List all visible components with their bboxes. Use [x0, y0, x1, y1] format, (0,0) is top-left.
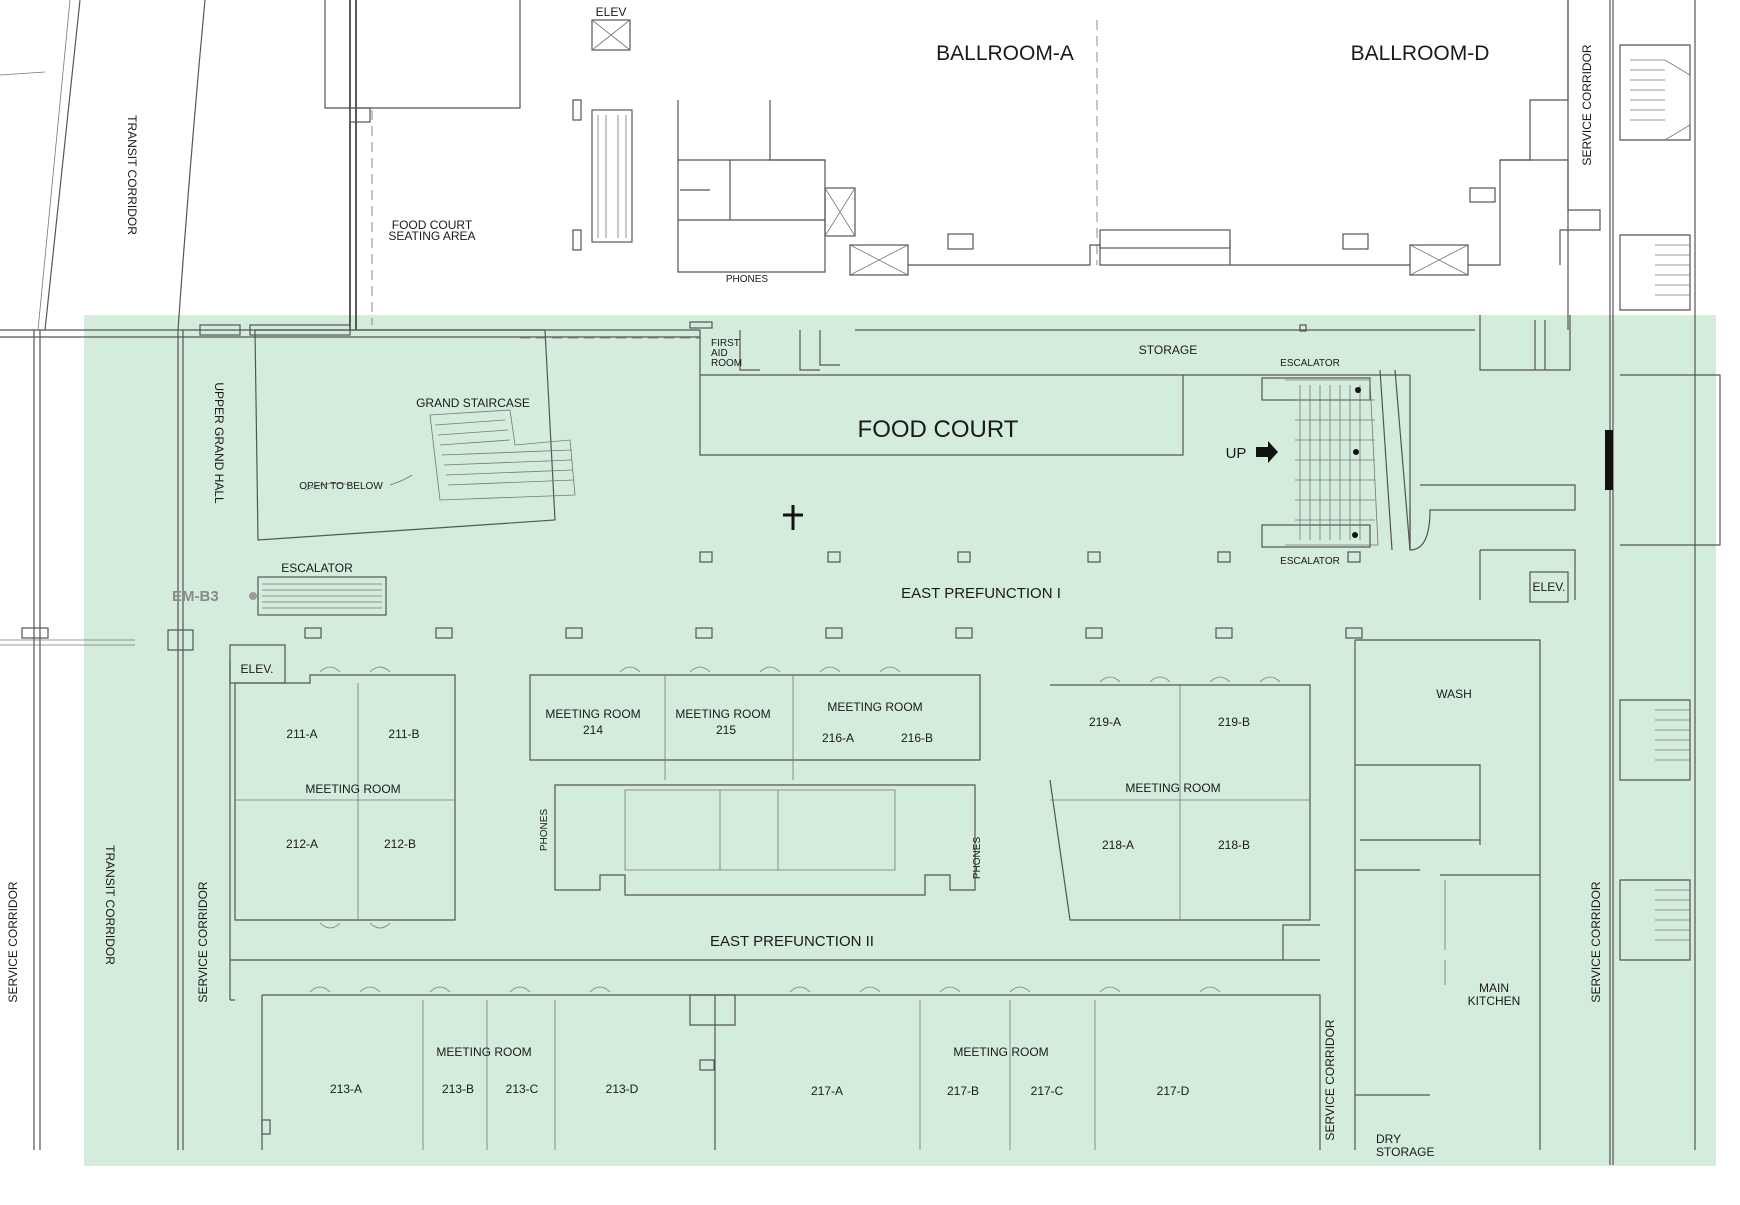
room-217a: 217-A — [811, 1084, 843, 1098]
room-213a: 213-A — [330, 1082, 362, 1096]
room-meeting-213: MEETING ROOM — [436, 1045, 531, 1059]
label-ballroom-a: BALLROOM-A — [936, 42, 1074, 65]
label-escalator-top: ESCALATOR — [1280, 358, 1340, 369]
room-214: 214 — [583, 723, 603, 737]
top-structure — [0, 0, 1696, 1165]
label-up: UP — [1226, 445, 1247, 462]
room-219b: 219-B — [1218, 715, 1250, 729]
room-217d: 217-D — [1157, 1084, 1190, 1098]
label-service-corridor-far-left: SERVICE CORRIDOR — [6, 881, 20, 1002]
label-first-aid-3: ROOM — [711, 358, 742, 369]
label-upper-grand-hall: UPPER GRAND HALL — [212, 382, 226, 504]
room-215: 215 — [716, 723, 736, 737]
label-escalator-bottom: ESCALATOR — [1280, 556, 1340, 567]
room-212a: 212-A — [286, 837, 318, 851]
room-211b: 211-B — [388, 727, 419, 741]
room-216b: 216-B — [901, 731, 933, 745]
room-216a: 216-A — [822, 731, 854, 745]
label-phones-top: PHONES — [726, 274, 769, 285]
room-meeting-211: MEETING ROOM — [305, 782, 400, 796]
room-meeting-214: MEETING ROOM — [545, 707, 640, 721]
label-main-kitchen-2: KITCHEN — [1468, 994, 1521, 1008]
label-phones-right: PHONES — [972, 837, 983, 880]
level-structure — [0, 315, 1721, 1150]
room-meeting-217: MEETING ROOM — [953, 1045, 1048, 1059]
label-transit-corridor-top: TRANSIT CORRIDOR — [125, 115, 139, 235]
label-ballroom-d: BALLROOM-D — [1351, 42, 1490, 65]
label-east-prefunction-1: EAST PREFUNCTION I — [901, 585, 1061, 602]
label-open-to-below: OPEN TO BELOW — [299, 481, 383, 492]
label-food-court-seating-2: SEATING AREA — [388, 229, 475, 243]
label-service-corridor-left: SERVICE CORRIDOR — [196, 881, 210, 1002]
room-217b: 217-B — [947, 1084, 979, 1098]
columns — [304, 551, 1363, 1071]
em-b3-marker[interactable] — [249, 592, 257, 600]
label-transit-corridor-bottom: TRANSIT CORRIDOR — [103, 845, 117, 965]
room-217c: 217-C — [1031, 1084, 1064, 1098]
label-elev-top: ELEV — [596, 5, 627, 19]
highlight-area — [84, 315, 1716, 1166]
label-east-prefunction-2: EAST PREFUNCTION II — [710, 933, 874, 950]
room-219a: 219-A — [1089, 715, 1121, 729]
label-elev-left: ELEV. — [241, 662, 274, 676]
label-storage: STORAGE — [1139, 343, 1197, 357]
room-meeting-218: MEETING ROOM — [1125, 781, 1220, 795]
label-main-kitchen-1: MAIN — [1479, 981, 1509, 995]
label-dry-storage-1: DRY — [1376, 1132, 1401, 1146]
label-grand-staircase: GRAND STAIRCASE — [416, 396, 530, 410]
label-em-b3: EM-B3 — [172, 588, 219, 605]
label-wash: WASH — [1436, 687, 1472, 701]
label-first-aid-1: FIRST — [711, 338, 740, 349]
label-food-court-seating-1: FOOD COURT — [392, 218, 473, 232]
room-211a: 211-A — [286, 727, 317, 741]
label-food-court: FOOD COURT — [858, 416, 1019, 443]
room-213d: 213-D — [606, 1082, 639, 1096]
room-218b: 218-B — [1218, 838, 1250, 852]
room-213b: 213-B — [442, 1082, 474, 1096]
label-first-aid-2: AID — [711, 348, 728, 359]
room-218a: 218-A — [1102, 838, 1134, 852]
label-service-corridor-right: SERVICE CORRIDOR — [1589, 881, 1603, 1002]
room-213c: 213-C — [506, 1082, 539, 1096]
label-service-corridor-top-right: SERVICE CORRIDOR — [1580, 44, 1594, 165]
room-212b: 212-B — [384, 837, 416, 851]
label-escalator-left: ESCALATOR — [281, 561, 353, 575]
room-meeting-216: MEETING ROOM — [827, 700, 922, 714]
label-phones-left: PHONES — [539, 809, 550, 852]
label-service-corridor-mid: SERVICE CORRIDOR — [1323, 1019, 1337, 1140]
label-elev-right: ELEV. — [1533, 580, 1566, 594]
room-meeting-215: MEETING ROOM — [675, 707, 770, 721]
label-dry-storage-2: STORAGE — [1376, 1145, 1434, 1159]
